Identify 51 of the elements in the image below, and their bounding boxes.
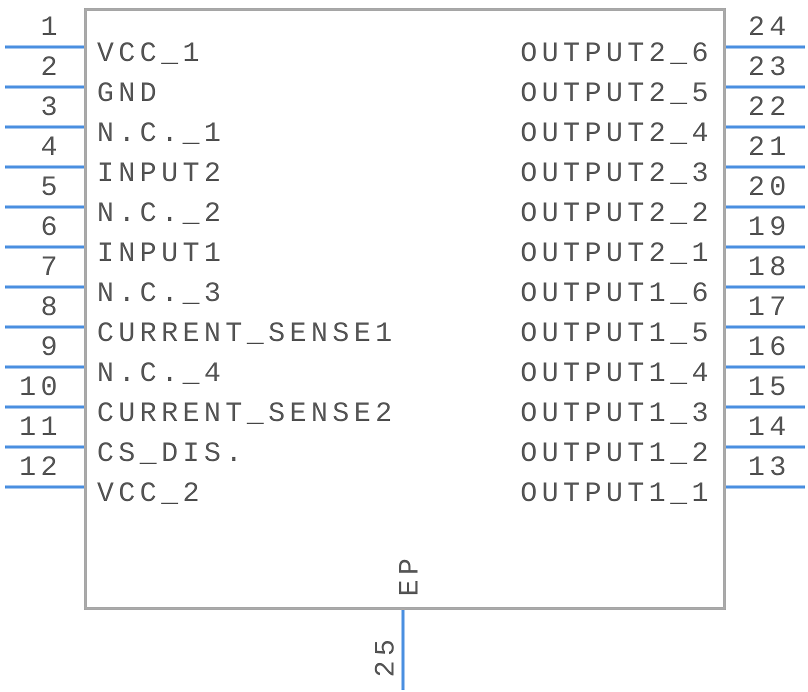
pin-number: 8 — [40, 294, 62, 324]
pin-number: 16 — [748, 334, 791, 364]
pin-name: CS_DIS. — [97, 440, 247, 470]
pin-name: OUTPUT1_6 — [520, 280, 713, 310]
pin-number: 19 — [748, 214, 791, 244]
pin-number: 21 — [748, 134, 791, 164]
pin-number: 18 — [748, 254, 791, 284]
pin-name: OUTPUT2_4 — [520, 120, 713, 150]
pin-number: 13 — [748, 454, 791, 484]
pin-name: N.C._3 — [97, 280, 226, 310]
pin-number: 22 — [748, 94, 791, 124]
pin-name: OUTPUT2_6 — [520, 40, 713, 70]
pin-name: N.C._2 — [97, 200, 226, 230]
pin-name: N.C._4 — [97, 360, 226, 390]
pin-name: OUTPUT2_3 — [520, 160, 713, 190]
pin-number: 2 — [40, 54, 62, 84]
pin-name: OUTPUT1_1 — [520, 480, 713, 510]
pin-name: OUTPUT2_5 — [520, 80, 713, 110]
chip-body — [84, 8, 726, 610]
pin-name: INPUT2 — [97, 160, 226, 190]
pin-name: OUTPUT1_5 — [520, 320, 713, 350]
pin-name: CURRENT_SENSE2 — [97, 400, 397, 430]
pin-number: 9 — [40, 334, 62, 364]
pin-number: 5 — [40, 174, 62, 204]
pin-name: OUTPUT1_3 — [520, 400, 713, 430]
pin-number: 23 — [748, 54, 791, 84]
pin-number: 10 — [19, 374, 62, 404]
pin-name: VCC_1 — [97, 40, 204, 70]
pin-name: OUTPUT1_4 — [520, 360, 713, 390]
pin-number: 14 — [748, 414, 791, 444]
pin-number: 1 — [40, 14, 62, 44]
pin-number: 25 — [372, 634, 402, 678]
pin-name: OUTPUT1_2 — [520, 440, 713, 470]
pin-number: 20 — [748, 174, 791, 204]
pin-number: 12 — [19, 454, 62, 484]
pin-name: GND — [97, 80, 162, 110]
pin-name: INPUT1 — [97, 240, 226, 270]
pin-number: 15 — [748, 374, 791, 404]
pin-number: 4 — [40, 134, 62, 164]
pin-number: 17 — [748, 294, 791, 324]
pin-number: 6 — [40, 214, 62, 244]
pin-name: VCC_2 — [97, 480, 204, 510]
pin-name: EP — [396, 554, 426, 596]
pin-number: 7 — [40, 254, 62, 284]
pin-name: OUTPUT2_2 — [520, 200, 713, 230]
pin-number: 3 — [40, 94, 62, 124]
pin-name: CURRENT_SENSE1 — [97, 320, 397, 350]
pin-name: N.C._1 — [97, 120, 226, 150]
pin-name: OUTPUT2_1 — [520, 240, 713, 270]
pin-number: 11 — [19, 414, 62, 444]
pin-number: 24 — [748, 14, 791, 44]
